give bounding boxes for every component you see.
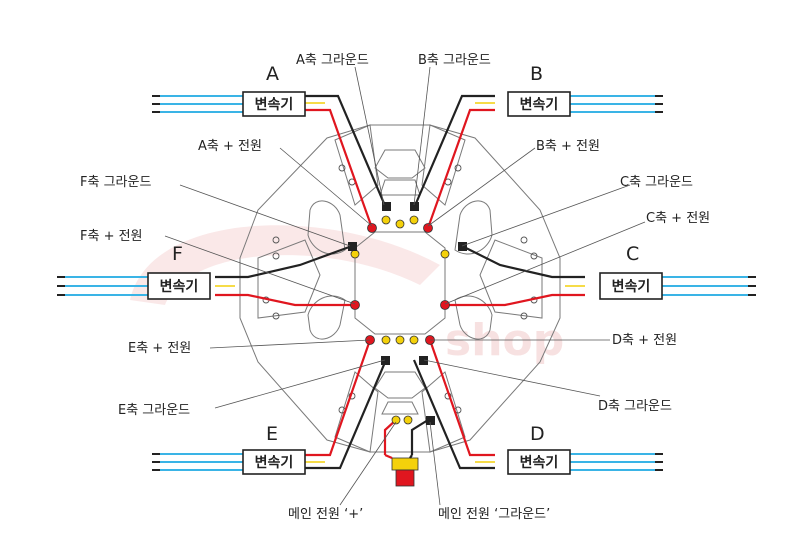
arm-letter-b: B [530,63,543,85]
power-wire-c [445,293,585,307]
label-main-ground: 메인 전원 ‘그라운드’ [438,507,550,522]
power-wire-a [305,108,374,229]
arm-letter-f: F [172,243,183,265]
hole-top [374,149,426,179]
watermark: shop [130,225,564,366]
arm-slot-bottom-left [334,371,379,453]
ground-wire-d [412,359,495,470]
arm-letter-a: A [266,63,279,85]
ground-wire-e [305,359,388,470]
arm-slot-top-left [334,124,379,206]
arm-letter-d: D [530,423,545,445]
hole-bottom-2 [381,401,419,415]
esc-b: 변속기 [507,91,571,117]
arm-slot-top-right [421,124,466,206]
power-wire-e [305,339,372,457]
label-d-power: D축 + 전원 [612,333,677,348]
label-f-power: F축 + 전원 [80,229,143,244]
mount-holes [262,164,538,414]
power-wires [215,108,585,457]
signal-wires [65,95,748,471]
label-b-power: B축 + 전원 [536,139,600,154]
main-power-ground-wire [410,419,429,455]
label-b-ground: B축 그라운드 [418,53,491,68]
esc-a: 변속기 [242,91,306,117]
power-wire-d [428,339,495,457]
label-e-ground: E축 그라운드 [118,403,190,418]
hole-1 [307,200,346,255]
esc-f: 변속기 [147,272,211,300]
label-a-power: A축 + 전원 [198,139,262,154]
label-a-ground: A축 그라운드 [296,53,369,68]
label-c-ground: C축 그라운드 [620,175,693,190]
esc-b-label: 변속기 [520,97,559,113]
ground-wire-a [305,94,388,209]
watermark-text: shop [445,315,564,366]
esc-f-label: 변속기 [160,279,199,295]
ground-chips [348,202,467,425]
power-wire-b [426,108,495,229]
arm-slot-bottom-right [421,371,466,453]
frame-plate [239,124,561,453]
label-d-ground: D축 그라운드 [598,399,672,414]
esc-leads [215,102,585,463]
esc-c: 변속기 [599,272,663,300]
main-power-plus-wire [383,419,397,455]
esc-d-label: 변속기 [520,455,559,471]
hole-2 [454,200,493,255]
esc-e: 변속기 [242,449,306,475]
label-e-power: E축 + 전원 [128,341,191,356]
hole-3 [307,295,346,340]
hole-bottom [374,371,426,399]
arm-slot-left [257,239,321,319]
arm-slot-right [479,239,543,319]
esc-d: 변속기 [507,449,571,475]
power-wire-f [215,293,355,307]
ground-wire-b [412,94,495,209]
center-hole [354,231,446,335]
label-main-plus: 메인 전원 ‘+’ [288,507,363,522]
ground-wires [215,94,585,470]
main-power-connector [384,453,419,487]
label-c-power: C축 + 전원 [646,211,710,226]
leader-lines [164,66,646,506]
signal-wire-tips [57,95,756,471]
arm-letter-c: C [626,243,639,265]
label-f-ground: F축 그라운드 [80,175,151,190]
hole-top-2 [379,179,421,196]
frame-outline [239,124,561,453]
esc-c-label: 변속기 [612,279,651,295]
esc-e-label: 변속기 [255,455,294,471]
ground-wire-f [215,244,353,279]
arm-letter-e: E [266,423,278,445]
esc-a-label: 변속기 [255,97,294,113]
